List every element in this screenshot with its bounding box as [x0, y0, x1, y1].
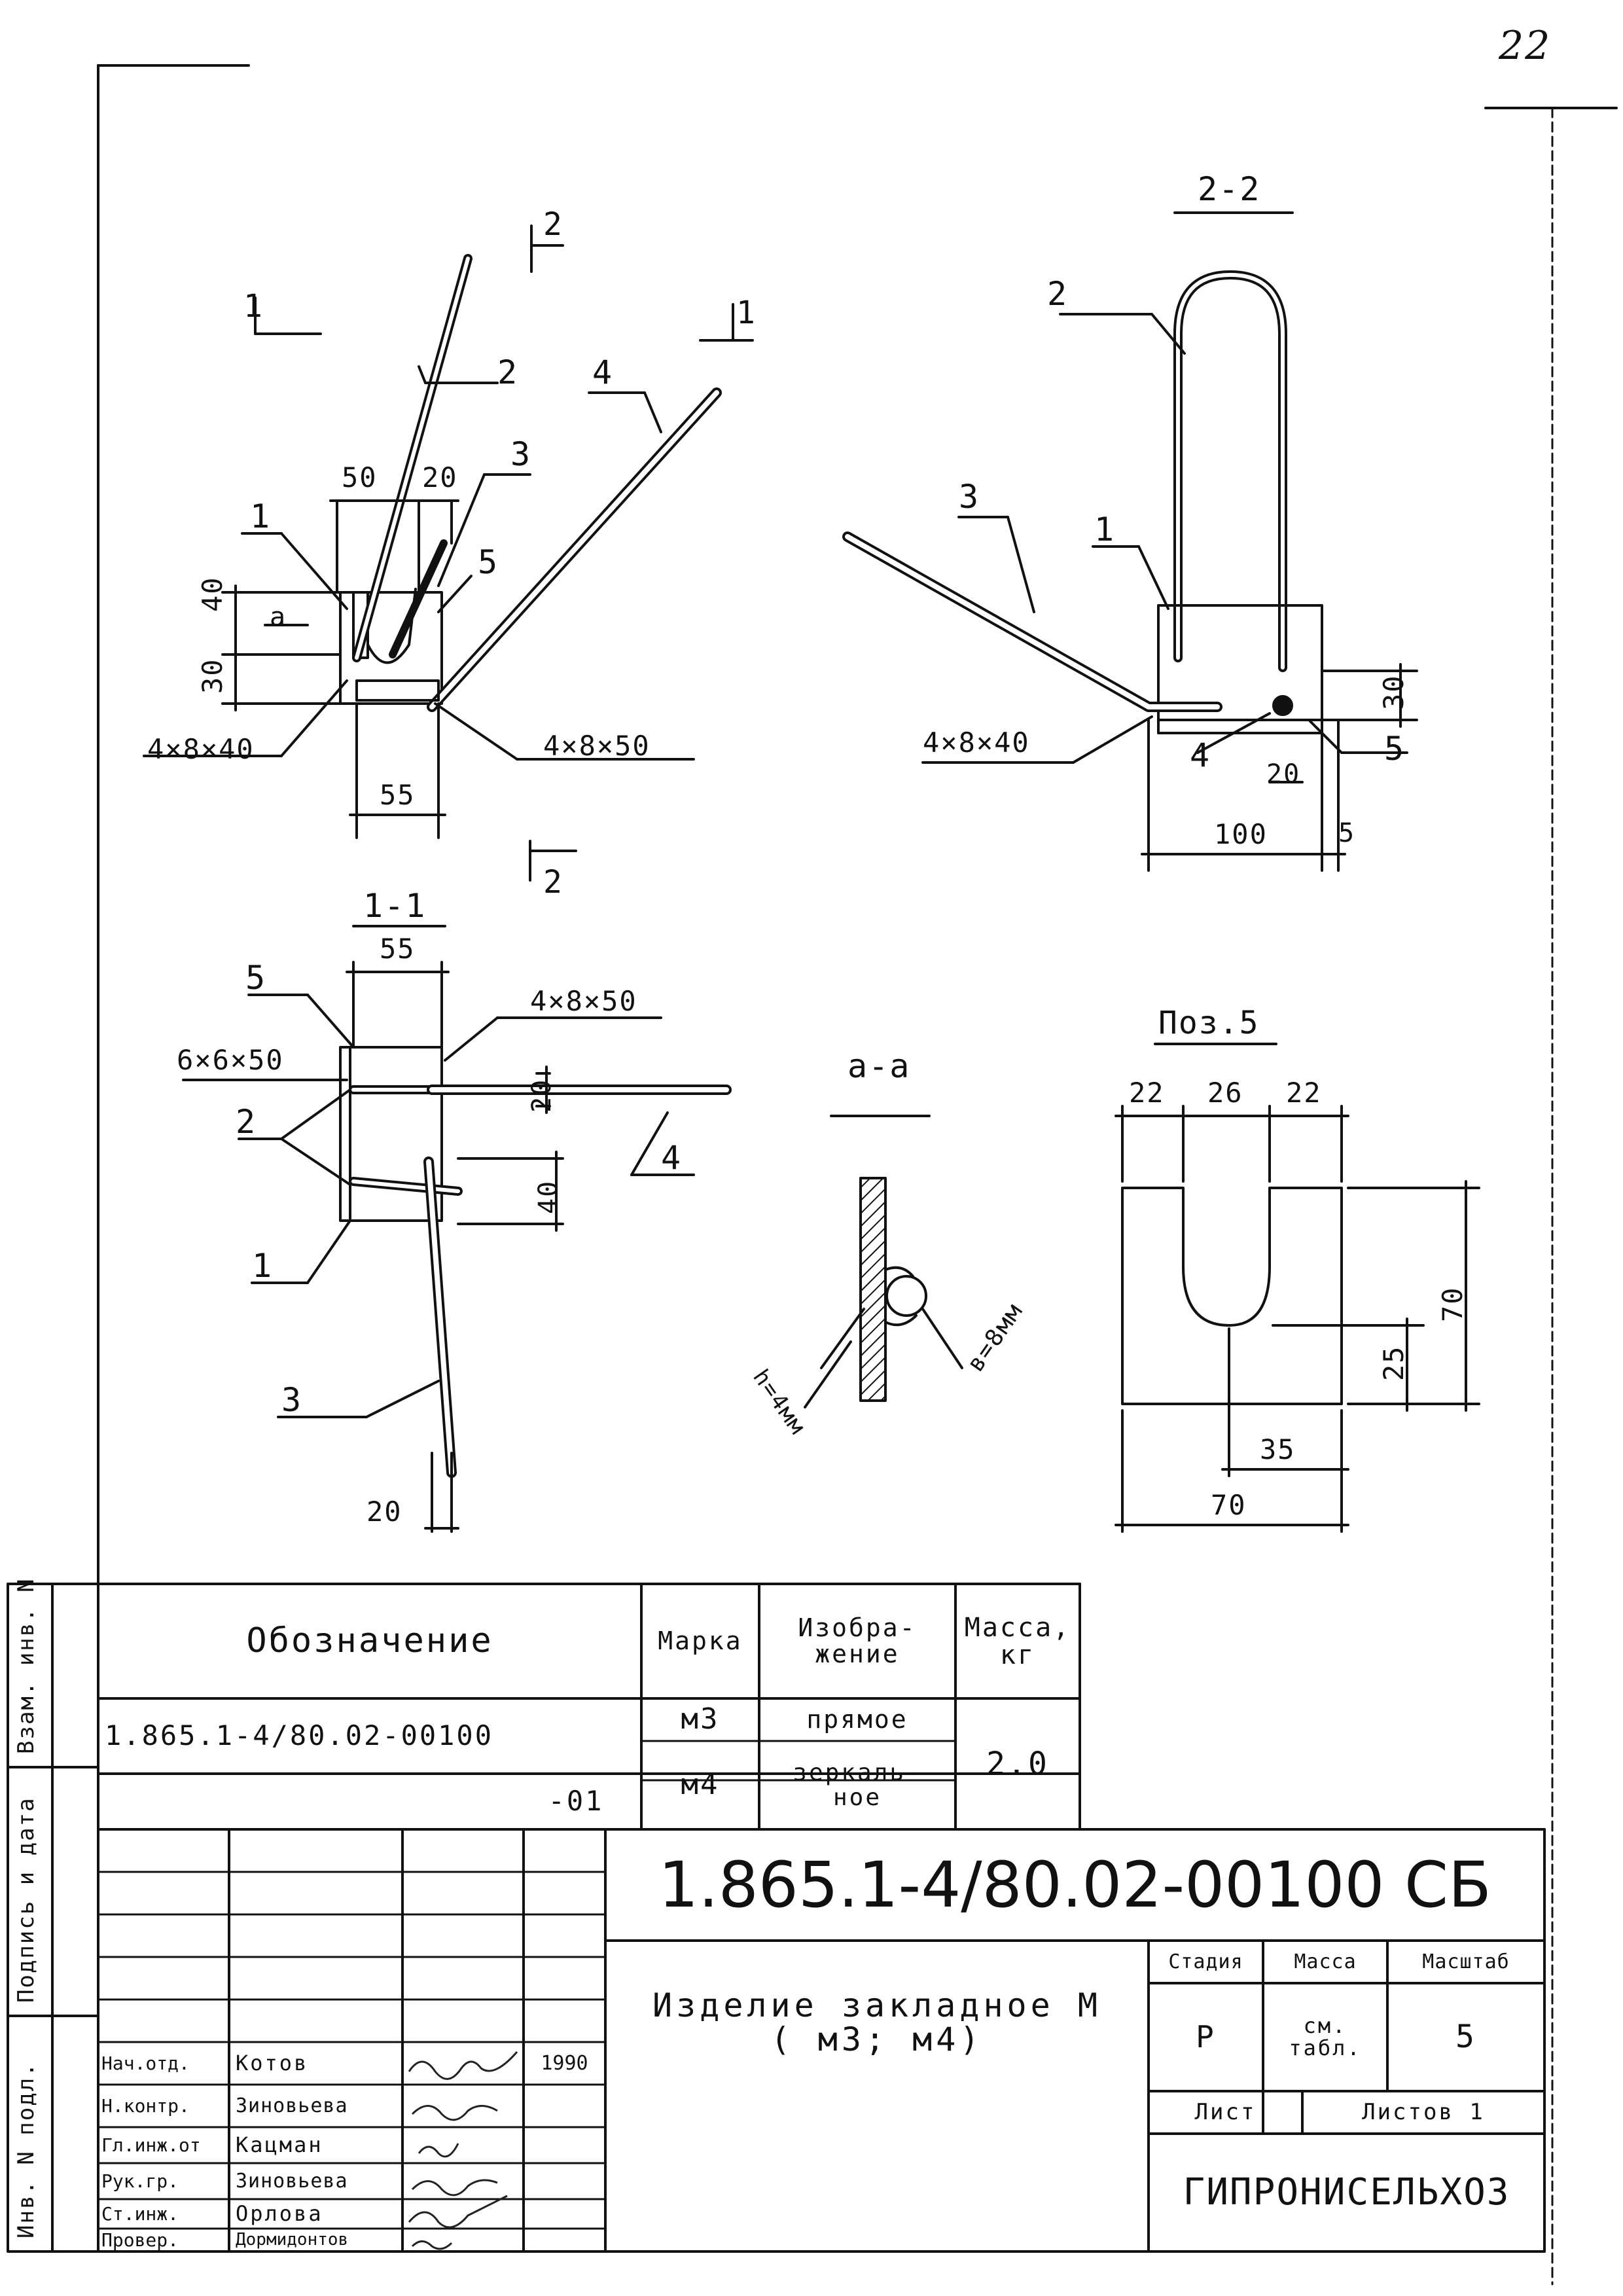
date-head-of-dept: 1990: [541, 2051, 588, 2075]
side-stamp-signature-label: Подпись и дата: [13, 1797, 39, 2003]
position-1-label: 1: [250, 497, 272, 535]
position-4-label: 4: [592, 353, 614, 391]
section-a-a-title: a-a: [847, 1047, 911, 1085]
position-2-label: 2: [1047, 275, 1069, 313]
name-norm-control: Зиновьева: [236, 2094, 348, 2117]
name-chief-engineer: Кацман: [236, 2132, 323, 2157]
page-number: 22: [1499, 23, 1552, 69]
dimension-25: 25: [1378, 1345, 1410, 1381]
position-3-label: 3: [510, 435, 532, 473]
cut-mark-2-top: 2: [543, 206, 563, 243]
position-4-label: 4: [661, 1139, 683, 1177]
role-checker: Провер.: [101, 2229, 179, 2251]
cut-mark-1-right: 1: [736, 295, 757, 331]
position-1-label: 1: [1094, 511, 1116, 548]
organization-name: ГИПРОНИСЕЛЬХОЗ: [1183, 2170, 1510, 2214]
row2-designation: -01: [548, 1785, 604, 1818]
header-designation: Обозначение: [246, 1621, 493, 1661]
position-4-label: 4: [1190, 736, 1211, 774]
row2-image: зеркаль- ное: [793, 1759, 922, 1811]
dimension-100: 100: [1214, 818, 1268, 850]
sheet-label: Лист: [1194, 2098, 1257, 2125]
dimension-50: 50: [342, 461, 378, 493]
row1-mark: м3: [681, 1702, 720, 1736]
name-checker: Дормидонтов: [236, 2229, 349, 2250]
document-title: Изделие закладное М ( м3; м4): [652, 1986, 1101, 2058]
header-image: Изобра- жение: [798, 1613, 917, 1668]
header-mass: Масса, кг: [964, 1612, 1071, 1670]
dimension-40: 40: [533, 1179, 563, 1214]
name-group-lead: Зиновьева: [236, 2169, 348, 2193]
label-a: a: [270, 602, 287, 632]
dimension-70-vertical: 70: [1436, 1286, 1469, 1322]
dimension-35: 35: [1260, 1433, 1296, 1465]
dimension-20: 20: [527, 1078, 557, 1113]
stage-label: Стадия: [1168, 1950, 1243, 1973]
role-norm-control: Н.контр.: [101, 2094, 190, 2117]
sheets-label: Листов 1: [1362, 2098, 1485, 2125]
position-3-label: 3: [959, 478, 980, 516]
mass-value: 2.0: [986, 1745, 1049, 1782]
side-stamp-inventory-label: Инв. N подл.: [13, 2062, 39, 2238]
dimension-30: 30: [1378, 674, 1410, 710]
plate-4x8x40-label: 4×8×40: [923, 726, 1030, 759]
document-number: 1.865.1-4/80.02-00100 СБ: [658, 1848, 1491, 1922]
plate-4x8x50-label: 4×8×50: [530, 985, 637, 1017]
section-2-2-title: 2-2: [1198, 170, 1261, 208]
plate-4x8x40-label: 4×8×40: [147, 733, 255, 765]
scale-value: 5: [1455, 2018, 1476, 2056]
plate-6x6x50-label: 6×6×50: [177, 1044, 284, 1076]
position-2-label: 2: [236, 1103, 257, 1141]
dimension-40: 40: [196, 576, 228, 612]
mass-value-ref: см. табл.: [1289, 2013, 1362, 2060]
role-chief-engineer: Гл.инж.от: [101, 2134, 201, 2156]
row1-designation: 1.865.1-4/80.02-00100: [105, 1719, 494, 1752]
mass-label: Масса: [1294, 1950, 1357, 1973]
pos5-detail-title: Поз.5: [1158, 1005, 1260, 1041]
cut-mark-1-left: 1: [243, 288, 264, 325]
name-senior-engineer: Орлова: [236, 2200, 323, 2226]
dimension-55: 55: [380, 933, 416, 965]
row1-image: прямое: [806, 1704, 908, 1734]
scale-label: Масштаб: [1422, 1950, 1510, 1973]
header-mark: Марка: [658, 1626, 743, 1655]
position-5-label: 5: [245, 959, 267, 997]
dimension-70-horizontal: 70: [1211, 1489, 1247, 1521]
dimension-22: 22: [1286, 1077, 1322, 1109]
plate-4x8x50-label: 4×8×50: [543, 730, 651, 762]
role-group-lead: Рук.гр.: [101, 2170, 179, 2192]
dimension-22: 22: [1129, 1077, 1165, 1109]
dimension-20: 20: [422, 461, 458, 493]
role-senior-engineer: Ст.инж.: [101, 2202, 179, 2225]
stage-value: Р: [1196, 2019, 1216, 2055]
position-5-label: 5: [478, 543, 499, 581]
dimension-20: 20: [366, 1496, 402, 1528]
side-stamp-replace-label: Взам. инв. N: [13, 1577, 39, 1754]
row2-mark: м4: [681, 1768, 720, 1802]
section-1-1-title: 1-1: [363, 887, 427, 925]
dimension-26: 26: [1207, 1077, 1243, 1109]
dimension-5: 5: [1338, 818, 1356, 848]
position-5-label: 5: [1384, 730, 1406, 768]
cut-mark-2-bottom: 2: [543, 864, 563, 901]
dimension-55: 55: [380, 779, 416, 811]
name-head-of-dept: Котов: [236, 2050, 309, 2075]
dimension-20: 20: [1266, 759, 1301, 789]
position-1-label: 1: [252, 1247, 274, 1285]
position-3-label: 3: [281, 1381, 303, 1419]
dimension-30: 30: [196, 658, 228, 694]
position-2-label: 2: [497, 353, 519, 391]
role-head-of-dept: Нач.отд.: [101, 2052, 190, 2074]
